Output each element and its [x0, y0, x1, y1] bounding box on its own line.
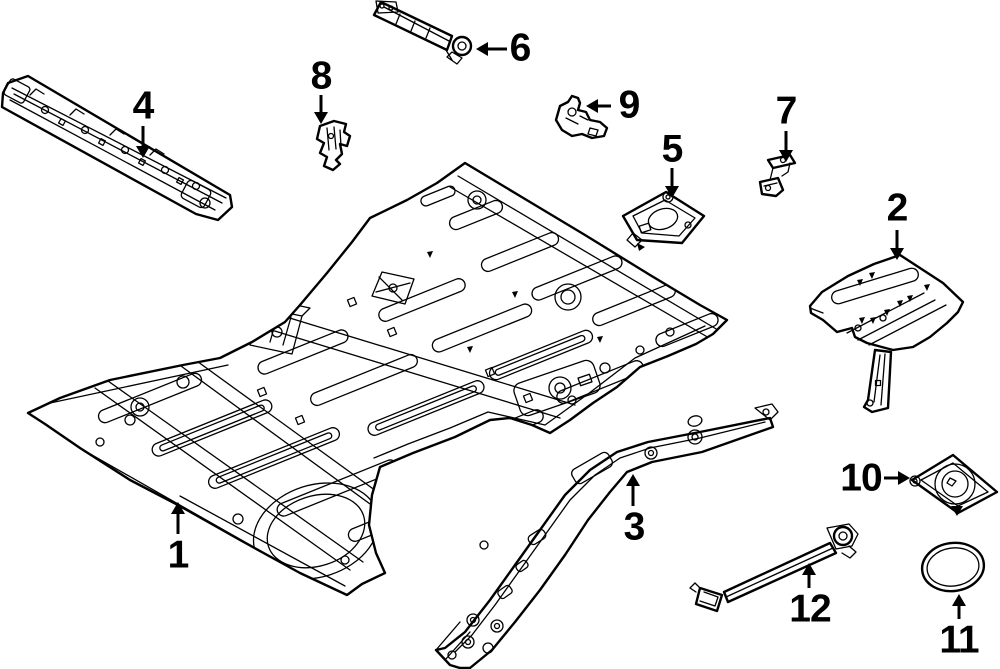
part-8-drawing [315, 119, 352, 172]
callout-arrow-1 [171, 502, 185, 534]
callout-label-11: 11 [939, 618, 979, 662]
callout-label-1: 1 [167, 533, 190, 577]
part-2-drawing [808, 253, 965, 414]
callout-label-6: 6 [509, 26, 532, 70]
callout-arrow-10 [884, 471, 910, 485]
callout-label-9: 9 [618, 83, 641, 127]
callout-label-10: 10 [840, 456, 882, 500]
part-11-drawing [920, 541, 986, 593]
callout-arrow-6 [476, 42, 507, 56]
part-5-drawing [621, 190, 706, 251]
part-6-drawing [372, 0, 473, 65]
callout-arrow-4 [136, 126, 150, 158]
callout-arrow-8 [314, 95, 328, 124]
callout-label-4: 4 [132, 84, 155, 128]
callout-arrow-7 [779, 131, 793, 162]
callout-arrows [136, 42, 966, 619]
callout-label-5: 5 [661, 127, 684, 171]
callout-label-2: 2 [886, 186, 909, 230]
part-7-drawing [758, 153, 797, 198]
callout-arrow-5 [665, 168, 679, 198]
part-3-drawing [434, 403, 779, 669]
callout-arrow-9 [586, 99, 611, 113]
part-1-drawing [26, 161, 729, 597]
callout-label-12: 12 [789, 587, 831, 631]
part-12-drawing [689, 523, 859, 613]
callout-label-8: 8 [310, 54, 333, 98]
callout-arrow-2 [890, 230, 904, 260]
part-9-drawing [554, 94, 609, 140]
callout-arrow-11 [952, 594, 966, 619]
callout-arrow-12 [802, 563, 816, 588]
callout-label-7: 7 [775, 89, 798, 133]
part-4-drawing [0, 74, 234, 222]
part-10-drawing [909, 453, 999, 516]
callout-label-3: 3 [623, 505, 646, 549]
callout-arrow-3 [626, 474, 640, 506]
